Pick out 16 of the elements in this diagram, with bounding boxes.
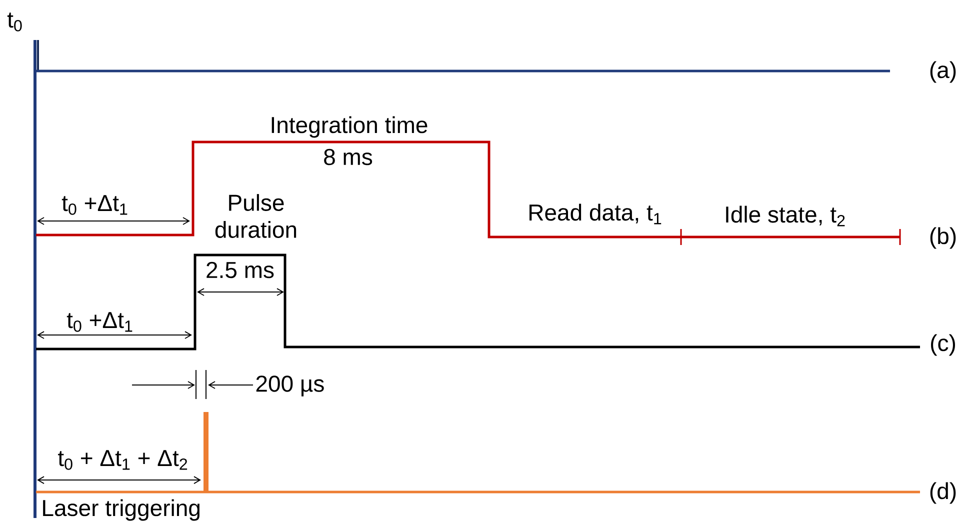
signal-label: (b) (930, 227, 956, 249)
time-label: Pulse duration (215, 194, 296, 238)
signal-label: (d) (930, 482, 956, 504)
dimension-label: t$_{0}$ + Δt$_{1}$ + Δt$_{2}$ (58, 450, 188, 470)
dimension-label: 2.5 ms (206, 262, 274, 278)
dimension-label: t$_{0}$ +Δt$_{1}$ (66, 312, 132, 332)
signal-label: Laser triggering (43, 499, 200, 521)
time-label: 8 ms (324, 148, 372, 166)
signal-label: (a) (930, 61, 956, 83)
dimension-label: 200 µs (256, 376, 324, 396)
time-label: Idle state, t$_{2}$ (726, 206, 845, 226)
axis-label: t$_{0}$ (7, 12, 22, 32)
signal-label: (c) (931, 334, 955, 356)
dimension-label: t$_{0}$ +Δt$_{1}$ (62, 195, 128, 215)
time-label: Read data, t$_{1}$ (530, 204, 662, 224)
time-label: Integration time (272, 116, 428, 138)
